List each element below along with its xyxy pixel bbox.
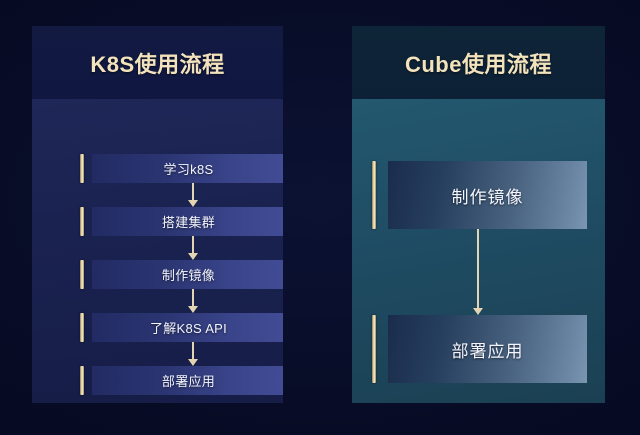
flow-step-row[interactable]: 部署应用 — [372, 315, 587, 383]
step-marker-icon — [372, 161, 376, 229]
arrow-down-icon — [187, 342, 200, 366]
flow-step-row[interactable]: 搭建集群 — [80, 207, 283, 236]
panel-k8s-body — [32, 99, 283, 403]
flow-step-row[interactable]: 制作镜像 — [372, 161, 587, 229]
step-box-label: 学习k8S — [92, 154, 283, 183]
step-box-label: 制作镜像 — [92, 260, 283, 289]
arrow-down-icon — [187, 236, 200, 260]
flow-step-row[interactable]: 部署应用 — [80, 366, 283, 395]
step-marker-icon — [80, 260, 84, 289]
flow-k8s: 学习k8S 搭建集群 制作镜像 了解K8S API — [32, 26, 283, 403]
step-box-label: 了解K8S API — [92, 313, 283, 342]
panel-cube-header: Cube使用流程 — [352, 26, 605, 99]
arrow-down-icon — [187, 183, 200, 207]
panel-k8s-header: K8S使用流程 — [32, 26, 283, 99]
flow-step-row[interactable]: 了解K8S API — [80, 313, 283, 342]
step-marker-icon — [80, 366, 84, 395]
step-marker-icon — [80, 207, 84, 236]
panel-cube-title: Cube使用流程 — [404, 51, 552, 77]
step-box-label: 部署应用 — [388, 315, 587, 383]
step-box-label: 搭建集群 — [92, 207, 283, 236]
flow-step-row[interactable]: 制作镜像 — [80, 260, 283, 289]
step-marker-icon — [80, 154, 84, 183]
step-marker-icon — [80, 313, 84, 342]
step-box-label: 部署应用 — [92, 366, 283, 395]
step-marker-icon — [372, 315, 376, 383]
flow-step-row[interactable]: 学习k8S — [80, 154, 283, 183]
panel-cube: Cube使用流程 制作镜像 部署应用 — [352, 26, 605, 403]
flow-cube: 制作镜像 部署应用 — [352, 26, 605, 403]
panel-k8s: K8S使用流程 学习k8S 搭建集群 制作镜像 — [32, 26, 283, 403]
arrow-down-icon — [187, 289, 200, 313]
arrow-down-icon — [472, 229, 485, 315]
panel-k8s-title: K8S使用流程 — [90, 51, 225, 77]
step-box-label: 制作镜像 — [388, 161, 587, 229]
